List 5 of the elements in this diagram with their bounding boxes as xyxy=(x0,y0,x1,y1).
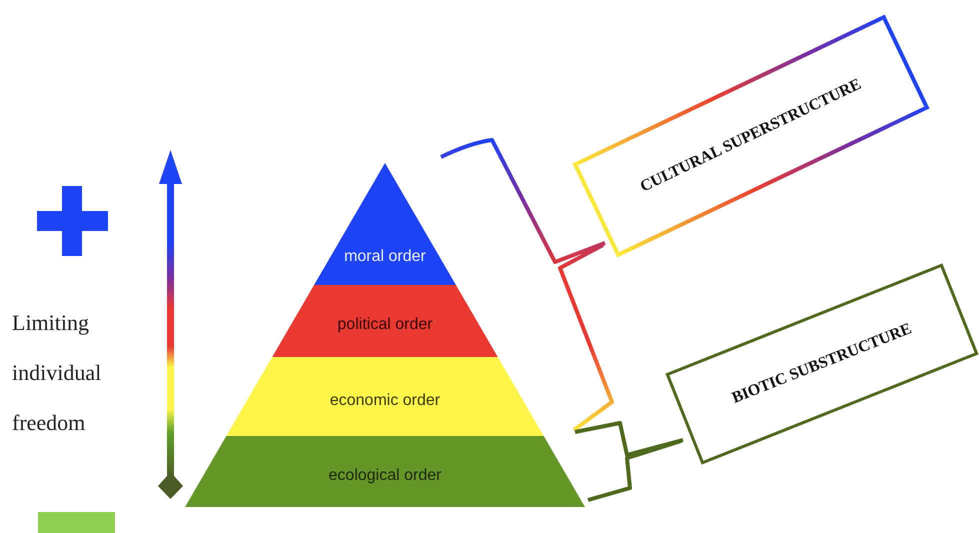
tier-label: economic order xyxy=(330,390,440,410)
tier-label: moral order xyxy=(344,247,426,267)
tier-label: political order xyxy=(337,315,433,335)
axis-label: Limiting individual freedom xyxy=(12,309,102,437)
tier-label: ecological order xyxy=(328,466,442,486)
